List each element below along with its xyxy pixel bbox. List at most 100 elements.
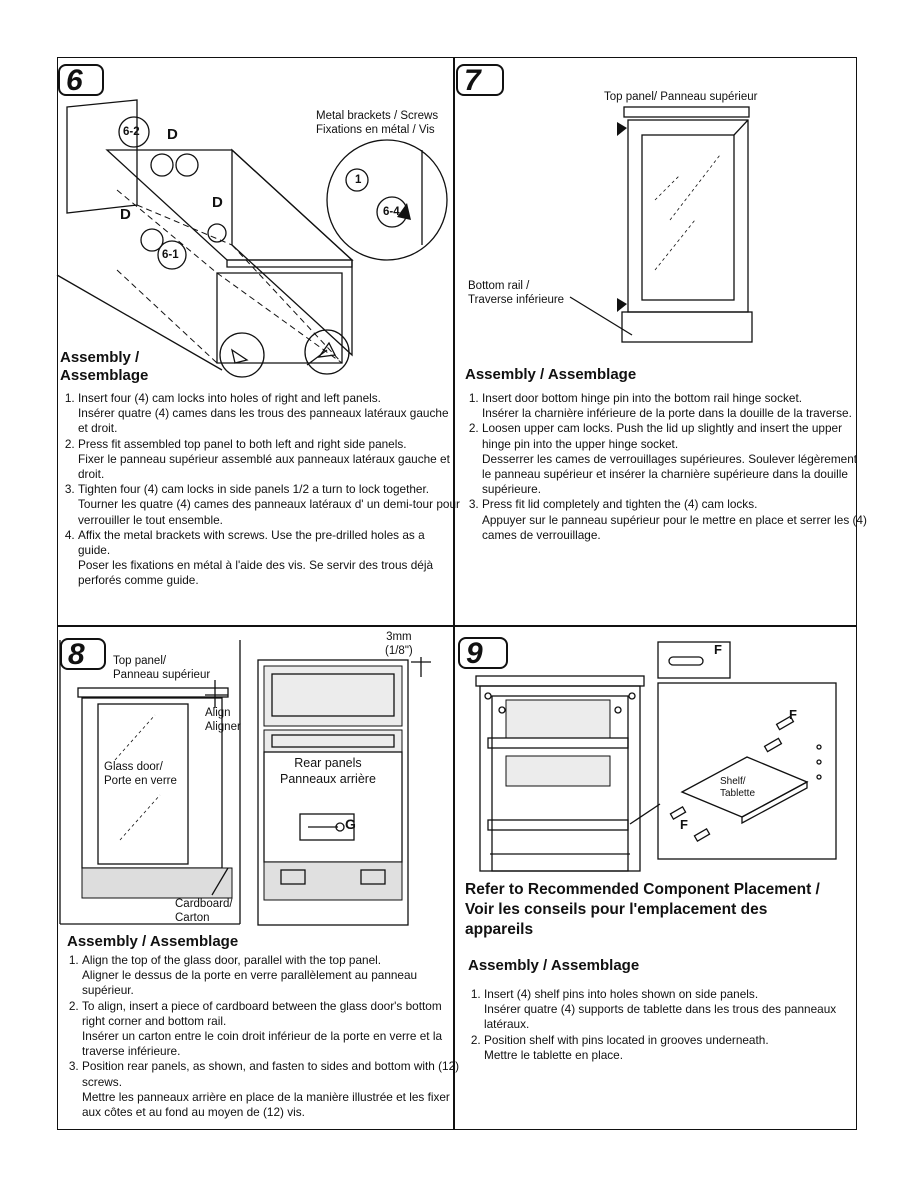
- step-6-heading: Assembly / Assemblage: [60, 349, 148, 385]
- bottom-rail-en: Bottom rail /: [468, 280, 530, 292]
- step-8-front-diagram: [59, 640, 241, 925]
- step-8-cardboard-label: Cardboard/ Carton: [175, 897, 233, 925]
- step-7-item-fr: Insérer la charnière inférieure de la po…: [482, 406, 852, 421]
- step-8-item: To align, insert a piece of cardboard be…: [82, 999, 462, 1060]
- top-panel-en: Top panel/: [113, 655, 167, 667]
- step-8-screw-label: G: [345, 816, 356, 832]
- step-8-top-panel-label: Top panel/ Panneau supérieur: [113, 654, 210, 682]
- step-6-item-en: Insert four (4) cam locks into holes of …: [78, 391, 381, 405]
- step-6-item-fr: Tourner les quatre (4) cames des panneau…: [78, 497, 460, 527]
- step-6-item-fr: Fixer le panneau supérieur assemblé aux …: [78, 451, 450, 482]
- step-8-instructions: Align the top of the glass door, paralle…: [66, 953, 462, 1120]
- ref-line1: Refer to Recommended Component Placement…: [465, 881, 820, 898]
- step-9-item-fr: Insérer quatre (4) supports de tablette …: [484, 1002, 837, 1032]
- step-9-item-en: Position shelf with pins located in groo…: [484, 1032, 769, 1047]
- step-9-heading: Assembly / Assemblage: [468, 957, 640, 974]
- step-7-item-fr: Desserrer les cames de verrouillages sup…: [482, 451, 858, 497]
- step-8-glass-door-label: Glass door/ Porte en verre: [104, 760, 177, 788]
- step-9-shelf-label: Shelf/ Tablette: [720, 776, 755, 800]
- step-9-instructions: Insert (4) shelf pins into holes shown o…: [468, 987, 864, 1063]
- step-6-callout-64: 6-4: [383, 206, 400, 218]
- shelf-fr: Tablette: [720, 788, 756, 799]
- gap-mm: 3mm: [386, 631, 412, 643]
- step-8-item: Align the top of the glass door, paralle…: [82, 953, 462, 999]
- step-7-item: Press fit lid completely and tighten the…: [482, 497, 867, 543]
- step-6-brackets-label: Metal brackets / Screws Fixations en mét…: [316, 109, 438, 137]
- glass-door-en: Glass door/: [104, 761, 163, 773]
- rear-panels-fr: Panneaux arrière: [280, 772, 376, 786]
- step-7-item-en: Insert door bottom hinge pin into the bo…: [482, 391, 803, 405]
- step-7-item-fr: Appuyer sur le panneau supérieur pour le…: [482, 512, 867, 542]
- step-7-top-panel-label: Top panel/ Panneau supérieur: [604, 91, 758, 103]
- glass-door-fr: Porte en verre: [104, 775, 177, 787]
- rear-panels-en: Rear panels: [294, 756, 362, 770]
- bottom-rail-fr: Traverse inférieure: [468, 294, 565, 306]
- step-8-item-en: Align the top of the glass door, paralle…: [82, 953, 382, 967]
- step-6-heading-line2: Assemblage: [60, 367, 149, 384]
- top-panel-fr: Panneau supérieur: [113, 669, 211, 681]
- step-6-item: Press fit assembled top panel to both le…: [78, 437, 460, 483]
- step-6-label-d1: D: [167, 126, 178, 143]
- brackets-label-en: Metal brackets / Screws: [316, 110, 439, 122]
- step-8-heading: Assembly / Assemblage: [67, 933, 239, 950]
- gap-in: (1/8"): [385, 645, 413, 657]
- step-8-item-fr: Mettre les panneaux arrière en place de …: [82, 1089, 450, 1120]
- step-8-item-fr: Aligner le dessus de la porte en verre p…: [82, 968, 418, 998]
- step-7-bottom-rail-label: Bottom rail / Traverse inférieure: [468, 279, 564, 307]
- step-6-item: Affix the metal brackets with screws. Us…: [78, 528, 460, 589]
- step-6-callout-62: 6-2: [123, 126, 140, 138]
- step-7-item-en: Loosen upper cam locks. Push the lid up …: [482, 421, 843, 451]
- step-6-diagram: [56, 99, 448, 378]
- step-7-item: Loosen upper cam locks. Push the lid up …: [482, 421, 867, 497]
- step-8-align-label: Align Aligner: [205, 706, 241, 734]
- step-6-item-en: Press fit assembled top panel to both le…: [78, 436, 407, 451]
- step-9-cabinet-diagram: [475, 675, 661, 872]
- step-7-number: 7: [456, 64, 504, 96]
- page-frame: [57, 57, 857, 1130]
- cardboard-en: Cardboard/: [175, 898, 233, 910]
- row-divider: [57, 625, 857, 627]
- align-en: Align: [205, 707, 231, 719]
- step-6-callout-1: 1: [355, 174, 362, 186]
- step-7-item-en: Press fit lid completely and tighten the…: [482, 497, 758, 512]
- step-7-leader-line: [569, 296, 633, 336]
- step-7-heading: Assembly / Assemblage: [465, 366, 637, 383]
- step-6-item-fr: Poser les fixations en métal à l'aide de…: [78, 558, 434, 588]
- step-8-rear-panels-label: Rear panels Panneaux arrière: [280, 755, 376, 787]
- step-8-item: Position rear panels, as shown, and fast…: [82, 1059, 462, 1120]
- shelf-en: Shelf/: [720, 776, 746, 787]
- cardboard-fr: Carton: [175, 912, 210, 924]
- column-divider: [453, 57, 455, 1130]
- step-6-callout-61: 6-1: [162, 249, 179, 261]
- step-8-item-en: To align, insert a piece of cardboard be…: [82, 998, 442, 1028]
- step-8-number: 8: [60, 638, 106, 670]
- step-9-pin-label-3: F: [680, 817, 688, 832]
- step-6-label-d2: D: [212, 194, 223, 211]
- step-6-number: 6: [58, 64, 104, 96]
- step-9-pin-box: [657, 641, 731, 679]
- ref-line3: appareils: [465, 921, 534, 938]
- step-6-label-d3: D: [120, 206, 131, 223]
- step-7-diagram: [617, 106, 753, 343]
- brackets-label-fr: Fixations en métal / Vis: [316, 124, 435, 136]
- step-6-heading-line1: Assembly /: [60, 349, 140, 366]
- step-6-instructions: Insert four (4) cam locks into holes of …: [62, 391, 460, 589]
- step-6-item-en: Affix the metal brackets with screws. Us…: [78, 527, 425, 558]
- step-9-item-en: Insert (4) shelf pins into holes shown o…: [484, 987, 759, 1001]
- step-9-item: Position shelf with pins located in groo…: [484, 1033, 864, 1063]
- step-8-rear-diagram: [257, 657, 431, 926]
- step-6-item: Tighten four (4) cam locks in side panel…: [78, 482, 460, 528]
- step-9-shelf-detail: [657, 682, 837, 860]
- step-9-item-fr: Mettre le tablette en place.: [484, 1047, 624, 1062]
- step-7-instructions: Insert door bottom hinge pin into the bo…: [466, 391, 867, 543]
- step-6-item-en: Tighten four (4) cam locks in side panel…: [78, 482, 430, 497]
- step-9-pin-label: F: [714, 642, 722, 657]
- step-9-pin-label-2: F: [789, 707, 797, 722]
- align-fr: Aligner: [205, 721, 241, 733]
- step-8-item-en: Position rear panels, as shown, and fast…: [82, 1059, 460, 1089]
- step-9-reference-heading: Refer to Recommended Component Placement…: [465, 880, 820, 940]
- step-9-item: Insert (4) shelf pins into holes shown o…: [484, 987, 864, 1033]
- step-9-number: 9: [458, 637, 508, 669]
- ref-line2: Voir les conseils pour l'emplacement des: [465, 901, 768, 918]
- step-6-item: Insert four (4) cam locks into holes of …: [78, 391, 460, 437]
